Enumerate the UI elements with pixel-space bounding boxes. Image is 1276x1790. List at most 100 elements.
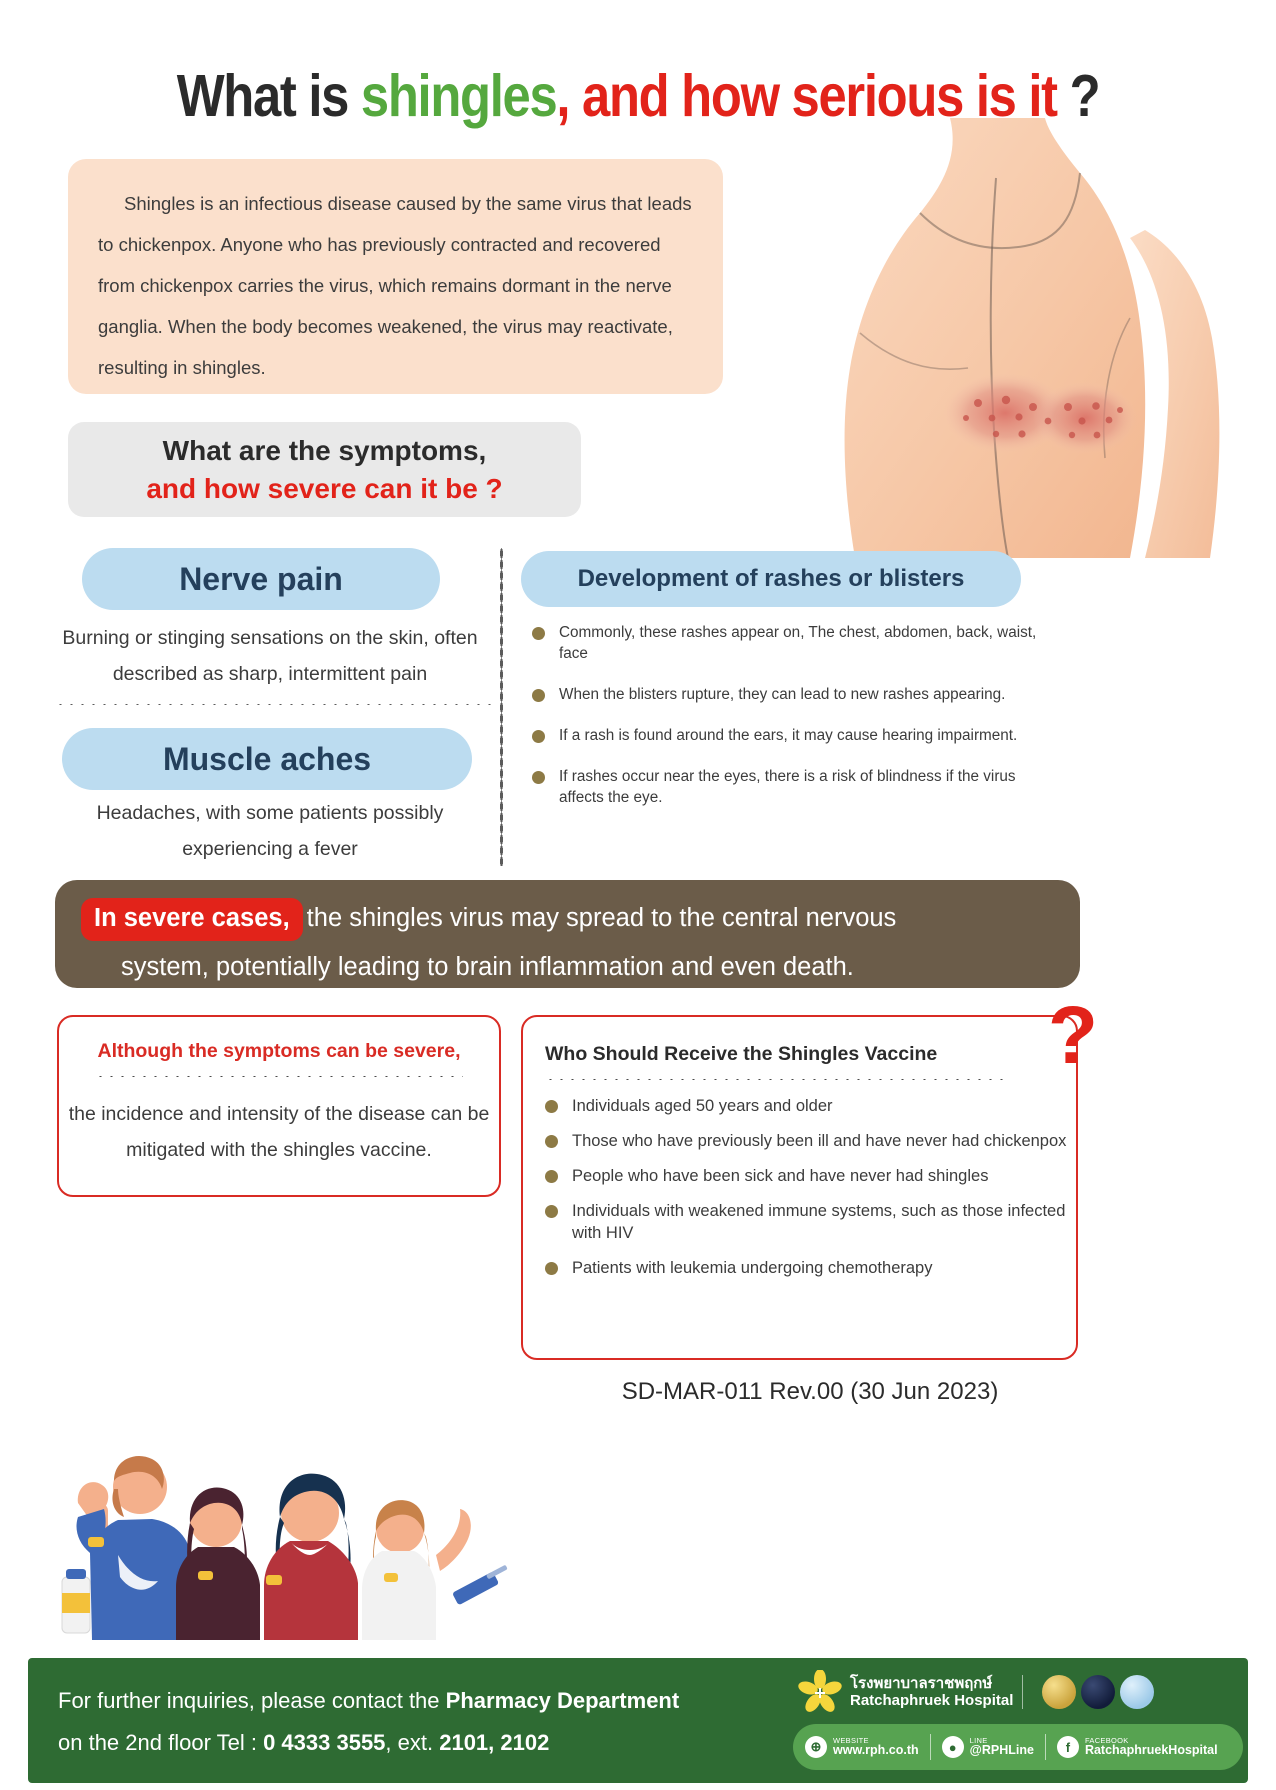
title-part-shingles: shingles <box>360 63 558 129</box>
mitigation-headline: Although the symptoms can be severe, <box>97 1040 461 1062</box>
line-icon: ● <box>941 1736 964 1758</box>
nerve-pain-description: Burning or stinging sensations on the sk… <box>62 627 478 685</box>
document-code: SD-MAR-011 Rev.00 (30 Jun 2023) <box>621 1378 999 1405</box>
flower-logo-icon <box>798 1669 842 1714</box>
list-item: When the blisters rupture, they can lead… <box>532 684 1042 705</box>
footer-line1-pre: For further inquiries, please contact th… <box>58 1688 446 1713</box>
symptoms-header-line1: What are the symptoms, <box>162 434 487 466</box>
vaccine-bullet-text: Individuals aged 50 years and older <box>572 1097 833 1115</box>
navy-seal-icon <box>1081 1675 1116 1709</box>
footer-phone: 0 4333 3555 <box>263 1730 386 1755</box>
list-item: If rashes occur near the eyes, there is … <box>532 766 1042 808</box>
list-item: Commonly, these rashes appear on, The ch… <box>532 622 1042 664</box>
vaccine-bullet-list: Individuals aged 50 years and older Thos… <box>545 1095 1076 1279</box>
facebook-link[interactable]: f FACEBOOK RatchaphruekHospital <box>1056 1735 1218 1758</box>
title-part-what-is: What is <box>176 63 361 129</box>
vertical-dotted-divider <box>500 548 503 866</box>
list-item: Individuals aged 50 years and older <box>545 1095 1076 1117</box>
bullet-dot-icon <box>532 730 545 743</box>
mitigation-body: the incidence and intensity of the disea… <box>68 1103 490 1161</box>
intro-text-box: Shingles is an infectious disease caused… <box>68 159 723 394</box>
vaccine-bullet-text: People who have been sick and have never… <box>572 1167 989 1185</box>
question-mark-icon: ? <box>1047 990 1098 1081</box>
social-divider <box>1044 1734 1046 1760</box>
footer-line1: For further inquiries, please contact th… <box>58 1680 679 1722</box>
horizontal-dotted-divider <box>55 703 495 706</box>
vaccine-bullet-text: Patients with leukemia undergoing chemot… <box>572 1259 933 1277</box>
title-question-mark: ? <box>1069 63 1101 129</box>
hospital-name-english: Ratchaphruek Hospital <box>850 1692 1014 1709</box>
footer-line2-mid: , ext. <box>385 1730 440 1755</box>
muscle-aches-description: Headaches, with some patients possibly e… <box>96 802 444 860</box>
hospital-logo-group: โรงพยาบาลราชพฤกษ์ Ratchaphruek Hospital <box>798 1669 1155 1714</box>
vaccine-recipients-box: ? Who Should Receive the Shingles Vaccin… <box>521 990 1098 1360</box>
facebook-label: FACEBOOK <box>1084 1735 1129 1745</box>
mitigation-box: Although the symptoms can be severe, the… <box>57 1015 501 1197</box>
rash-development-pill: Development of rashes or blisters <box>521 551 1021 607</box>
line-value: @RPHLine <box>969 1743 1034 1758</box>
vaccine-bullet-text: Individuals with weakened immune systems… <box>572 1202 1066 1242</box>
website-label: WEBSITE <box>833 1735 869 1745</box>
vaccine-bullet-text: Those who have previously been ill and h… <box>572 1132 1067 1150</box>
globe-icon: ⊕ <box>805 1736 827 1758</box>
hospital-name: โรงพยาบาลราชพฤกษ์ Ratchaphruek Hospital <box>850 1675 1013 1710</box>
line-label: LINE <box>969 1735 988 1745</box>
person-woman-1 <box>176 1487 260 1640</box>
rash-bullet-text: If rashes occur near the eyes, there is … <box>559 768 1016 806</box>
list-item: People who have been sick and have never… <box>545 1165 1076 1187</box>
rash-bullet-text: When the blisters rupture, they can lead… <box>559 686 1006 703</box>
blue-seal-icon <box>1120 1675 1155 1709</box>
footer-bar: For further inquiries, please contact th… <box>28 1658 1248 1783</box>
website-value: www.rph.co.th <box>833 1743 919 1758</box>
list-item: Individuals with weakened immune systems… <box>545 1200 1076 1244</box>
person-woman-2 <box>264 1473 358 1640</box>
dotted-separator <box>545 1078 1007 1081</box>
muscle-aches-pill: Muscle aches <box>62 728 472 790</box>
bullet-dot-icon <box>545 1170 558 1183</box>
list-item: Those who have previously been ill and h… <box>545 1130 1076 1152</box>
in-severe-cases-chip: In severe cases, <box>81 898 303 941</box>
intro-paragraph: Shingles is an infectious disease caused… <box>98 193 692 378</box>
patient-back-rash-illustration <box>800 118 1270 558</box>
website-link[interactable]: ⊕ WEBSITE www.rph.co.th <box>805 1736 919 1758</box>
line-link[interactable]: ● LINE @RPHLine <box>941 1735 1034 1758</box>
hospital-name-thai: โรงพยาบาลราชพฤกษ์ <box>850 1674 993 1692</box>
symptoms-header-line2: and how severe can it be ? <box>146 472 503 504</box>
rash-bullet-text: Commonly, these rashes appear on, The ch… <box>559 624 1037 662</box>
severe-banner-line2: system, potentially leading to brain inf… <box>121 953 854 981</box>
symptoms-header-box: What are the symptoms, and how severe ca… <box>68 422 581 517</box>
vaccine-box-heading: Who Should Receive the Shingles Vaccine <box>545 1043 938 1065</box>
severe-banner-line1: In severe cases,the shingles virus may s… <box>81 894 1054 943</box>
vaccine-bottle-icon <box>61 1569 91 1634</box>
bullet-dot-icon <box>532 689 545 702</box>
dotted-separator <box>95 1075 463 1078</box>
accreditation-seals <box>1042 1675 1155 1709</box>
facebook-value: RatchaphruekHospital <box>1084 1743 1218 1758</box>
footer-line2-pre: on the 2nd floor Tel : <box>58 1730 264 1755</box>
rash-bullet-list: Commonly, these rashes appear on, The ch… <box>532 622 1042 828</box>
bullet-dot-icon <box>532 627 545 640</box>
gold-seal-icon <box>1042 1675 1077 1709</box>
severe-cases-banner: In severe cases,the shingles virus may s… <box>55 880 1080 988</box>
person-woman-3 <box>362 1500 471 1640</box>
footer-extensions: 2101, 2102 <box>439 1730 550 1755</box>
nerve-pain-pill: Nerve pain <box>82 548 440 610</box>
bullet-dot-icon <box>545 1262 558 1275</box>
severe-banner-line1-rest: the shingles virus may spread to the cen… <box>306 904 897 932</box>
bullet-dot-icon <box>545 1205 558 1218</box>
vaccinated-people-illustration <box>48 1425 518 1640</box>
bullet-dot-icon <box>545 1100 558 1113</box>
list-item: Patients with leukemia undergoing chemot… <box>545 1257 1076 1279</box>
bullet-dot-icon <box>532 771 545 784</box>
person-man <box>76 1455 188 1640</box>
social-divider <box>929 1734 931 1760</box>
rash-bullet-text: If a rash is found around the ears, it m… <box>559 727 1018 744</box>
logo-divider <box>1022 1675 1024 1709</box>
syringe-icon <box>453 1565 508 1605</box>
list-item: If a rash is found around the ears, it m… <box>532 725 1042 746</box>
footer-line2: on the 2nd floor Tel : 0 4333 3555, ext.… <box>58 1722 679 1764</box>
bullet-dot-icon <box>545 1135 558 1148</box>
social-links-bar: ⊕ WEBSITE www.rph.co.th ● LINE @RPHLine … <box>793 1724 1243 1770</box>
footer-contact-text: For further inquiries, please contact th… <box>58 1680 679 1764</box>
